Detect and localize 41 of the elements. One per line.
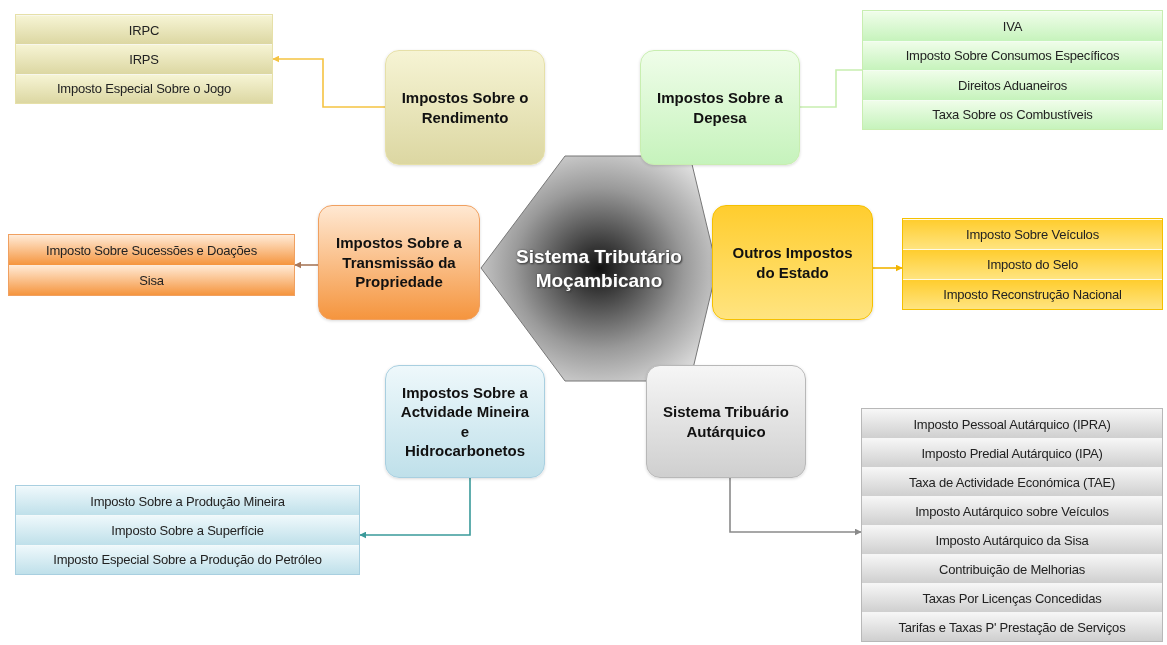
category-box: Impostos Sobre a Transmissão da Propriedade [318,205,480,320]
tax-item: Imposto Pessoal Autárquico (IPRA) [862,409,1162,438]
tax-item: Taxa Sobre os Combustíveis [863,99,1162,129]
tax-item: Tarifas e Taxas P' Prestação de Serviços [862,612,1162,641]
hexagon-label: Sistema Tributário Moçambicano [515,244,683,293]
connector-arrow [294,261,319,269]
tax-item: Imposto Sobre a Superfície [16,515,359,545]
tax-item: IRPS [16,44,272,74]
tax-item: Imposto Sobre Veículos [903,219,1162,249]
tax-item: IVA [863,11,1162,41]
tax-item: Imposto Especial Sobre o Jogo [16,73,272,103]
connector-arrow [359,477,471,539]
connector-arrow [272,55,386,108]
tax-item: Contribuição de Melhorias [862,554,1162,583]
category-box: Impostos Sobre o Rendimento [385,50,545,165]
tax-item: Imposto Sobre Sucessões e Doações [9,235,294,265]
tax-item: Direitos Aduaneiros [863,70,1162,100]
tax-item: IRPC [16,15,272,45]
tax-item: Imposto Autárquico da Sisa [862,525,1162,554]
tax-item: Imposto Especial Sobre a Produção do Petróleo [16,544,359,574]
category-box: Sistema Tribuário Autárquico [646,365,806,478]
connector-arrow [872,264,903,272]
tax-item: Imposto Sobre a Produção Mineira [16,486,359,516]
tax-list-panel [15,14,273,104]
tax-list-panel [902,218,1163,310]
tax-item: Imposto Reconstrução Nacional [903,279,1162,309]
tax-list-panel [15,485,360,575]
tax-item: Imposto Predial Autárquico (IPA) [862,438,1162,467]
tax-list-panel [862,10,1163,130]
tax-item: Imposto Autárquico sobre Veículos [862,496,1162,525]
tax-item: Taxas Por Licenças Concedidas [862,583,1162,612]
tax-item: Taxa de Actividade Económica (TAE) [862,467,1162,496]
category-box: Impostos Sobre a Actvidade Mineira e Hidrocarbonetos [385,365,545,478]
tax-item: Sisa [9,265,294,295]
tax-item: Imposto do Selo [903,249,1162,279]
tax-list-panel [861,408,1163,642]
category-box: Impostos Sobre a Depesa [640,50,800,165]
tax-list-panel [8,234,295,296]
tax-item: Imposto Sobre Consumos Específicos [863,40,1162,70]
category-box: Outros Impostos do Estado [712,205,873,320]
connector-arrow [729,477,862,536]
